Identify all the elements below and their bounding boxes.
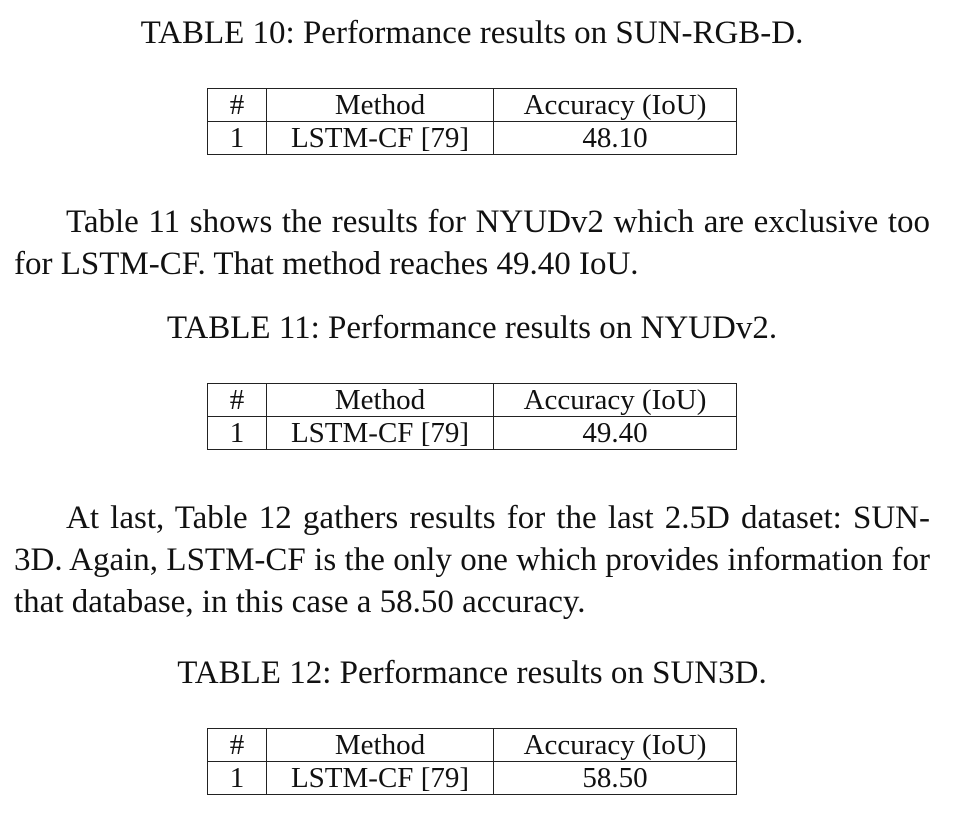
table-cell: LSTM-CF [79] bbox=[266, 761, 494, 795]
table-caption: TABLE 12: Performance results on SUN3D. bbox=[177, 655, 767, 691]
paragraph-block: Table 11 shows the results for NYUDv2 wh… bbox=[14, 201, 930, 285]
header-cell: # bbox=[207, 383, 267, 417]
results-table: # Method Accuracy (IoU) 1 LSTM-CF [79] 4… bbox=[207, 88, 737, 155]
table-cell: 1 bbox=[207, 416, 267, 450]
header-cell: # bbox=[207, 728, 267, 762]
header-cell: Accuracy (IoU) bbox=[493, 88, 737, 122]
table-header-row: # Method Accuracy (IoU) bbox=[207, 88, 737, 122]
table-caption: TABLE 11: Performance results on NYUDv2. bbox=[166, 310, 778, 346]
table-cell: 1 bbox=[207, 761, 267, 795]
header-cell: Accuracy (IoU) bbox=[493, 728, 737, 762]
header-cell: Method bbox=[266, 383, 494, 417]
table-header-row: # Method Accuracy (IoU) bbox=[207, 383, 737, 417]
table-cell: 58.50 bbox=[493, 761, 737, 795]
paragraph-text: Table 11 shows the results for NYUDv2 wh… bbox=[14, 204, 930, 282]
table-row: 1 LSTM-CF [79] 58.50 bbox=[207, 761, 737, 795]
table-12-block: TABLE 12: Performance results on SUN3D. … bbox=[14, 654, 930, 795]
body-paragraph: At last, Table 12 gathers results for th… bbox=[14, 497, 930, 623]
header-cell: Method bbox=[266, 728, 494, 762]
table-cell: LSTM-CF [79] bbox=[266, 121, 494, 155]
header-cell: Method bbox=[266, 88, 494, 122]
table-caption: TABLE 10: Performance results on SUN-RGB… bbox=[140, 15, 804, 51]
body-paragraph: Table 11 shows the results for NYUDv2 wh… bbox=[14, 201, 930, 285]
paragraph-block: At last, Table 12 gathers results for th… bbox=[14, 497, 930, 623]
table-cell: 1 bbox=[207, 121, 267, 155]
results-table: # Method Accuracy (IoU) 1 LSTM-CF [79] 5… bbox=[207, 728, 737, 795]
results-table: # Method Accuracy (IoU) 1 LSTM-CF [79] 4… bbox=[207, 383, 737, 450]
table-cell: 49.40 bbox=[493, 416, 737, 450]
paragraph-text: At last, Table 12 gathers results for th… bbox=[14, 500, 930, 620]
table-cell: LSTM-CF [79] bbox=[266, 416, 494, 450]
table-10-block: TABLE 10: Performance results on SUN-RGB… bbox=[14, 14, 930, 155]
header-cell: Accuracy (IoU) bbox=[493, 383, 737, 417]
table-row: 1 LSTM-CF [79] 48.10 bbox=[207, 121, 737, 155]
table-cell: 48.10 bbox=[493, 121, 737, 155]
table-row: 1 LSTM-CF [79] 49.40 bbox=[207, 416, 737, 450]
table-11-block: TABLE 11: Performance results on NYUDv2.… bbox=[14, 309, 930, 450]
table-header-row: # Method Accuracy (IoU) bbox=[207, 728, 737, 762]
header-cell: # bbox=[207, 88, 267, 122]
